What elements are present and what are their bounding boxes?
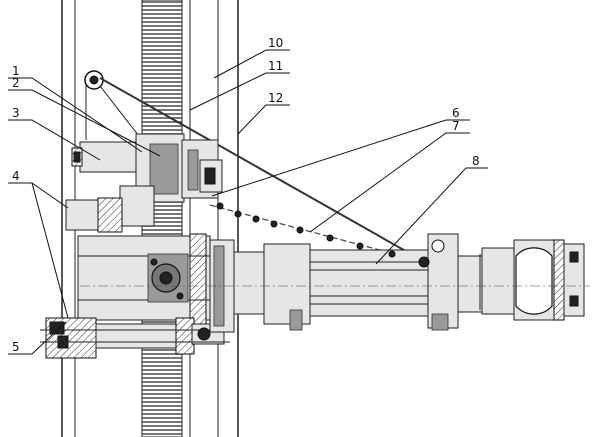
climbing-body <box>65 197 211 325</box>
bottom-clamp <box>40 317 230 359</box>
callout-11: 11 <box>268 59 283 73</box>
callout-1: 1 <box>12 64 20 78</box>
callout-8: 8 <box>472 154 480 168</box>
callout-7: 7 <box>452 119 460 133</box>
callout-4: 4 <box>12 169 20 183</box>
callout-3: 3 <box>12 106 20 120</box>
pulley-assembly <box>84 70 143 141</box>
callout-6: 6 <box>452 106 460 120</box>
leader-lines <box>8 49 488 355</box>
callout-10: 10 <box>268 36 283 50</box>
stay-rope <box>99 77 426 263</box>
callout-12: 12 <box>268 91 283 105</box>
hydraulic-cylinder <box>80 233 590 333</box>
callout-2: 2 <box>12 76 20 90</box>
drive-motor <box>71 133 223 227</box>
callout-labels: 1 2 3 4 5 6 7 8 10 11 12 <box>12 36 480 354</box>
guide-column <box>61 0 239 437</box>
tension-chain <box>216 202 430 268</box>
callout-5: 5 <box>12 340 20 354</box>
